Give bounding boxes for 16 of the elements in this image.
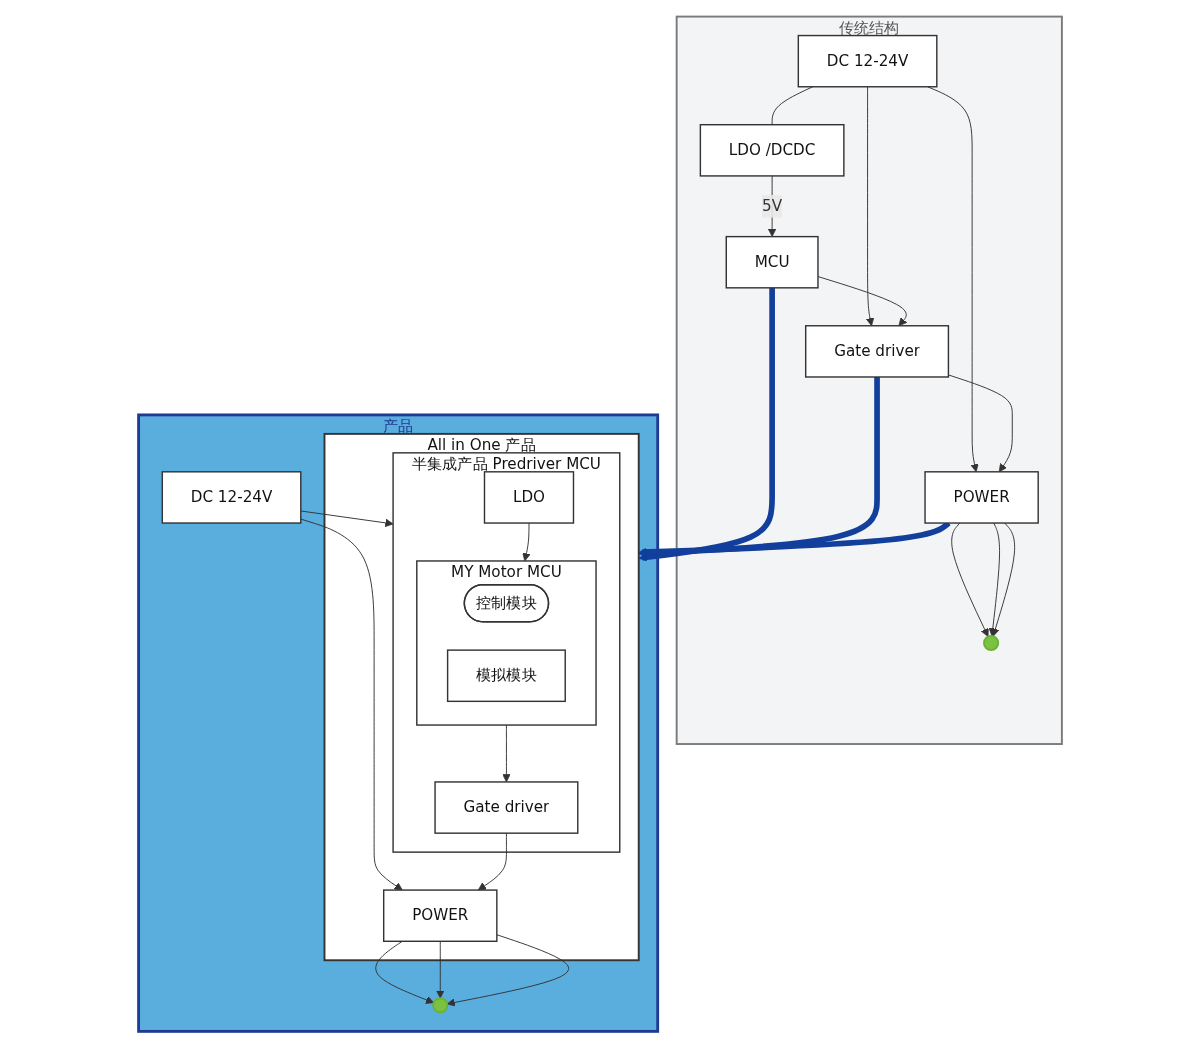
node-box: DC 12-24V: [797, 34, 938, 88]
node-box: MCU: [725, 235, 819, 289]
node-box: LDO: [483, 471, 574, 524]
arrow: [638, 377, 880, 558]
node-box: DC 12-24V: [161, 471, 302, 524]
node-box: 模拟模块: [446, 649, 566, 703]
node-box: Gate driver: [434, 781, 579, 834]
node-circle: [982, 634, 999, 652]
edge-label: 5V: [761, 196, 782, 215]
node-box: LDO /DCDC: [699, 124, 845, 177]
node-circle: [431, 997, 449, 1014]
arrow: [638, 287, 775, 562]
node-box: POWER: [382, 889, 498, 942]
node-box: Gate driver: [804, 325, 949, 378]
connector: [771, 86, 813, 126]
node-box: POWER: [924, 471, 1039, 524]
